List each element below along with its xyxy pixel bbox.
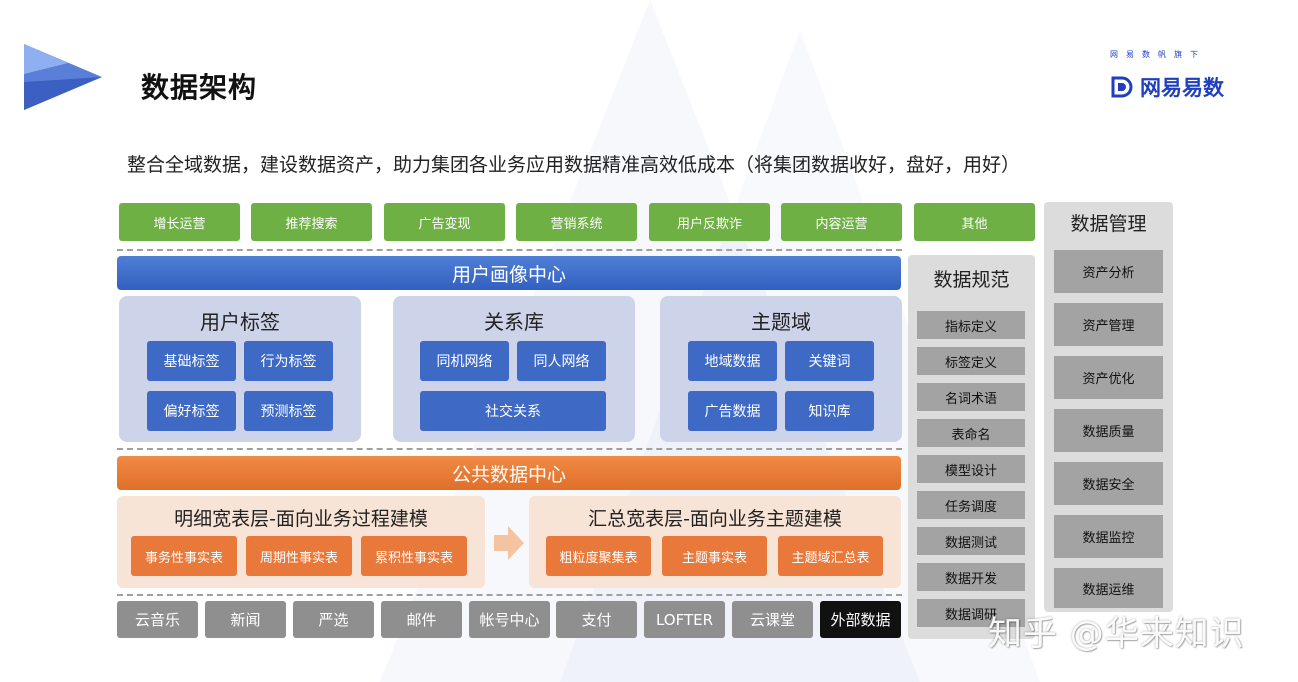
table-box: 粗粒度聚集表 — [546, 536, 651, 576]
page-subtitle: 整合全域数据，建设数据资产，助力集团各业务应用数据精准高效低成本（将集团数据收好… — [127, 154, 1021, 176]
watermark: 知乎 @华来知识 — [988, 614, 1245, 654]
app-box: 推荐搜索 — [251, 203, 372, 241]
app-box: 用户反欺诈 — [649, 203, 770, 241]
standard-item: 标签定义 — [917, 347, 1025, 375]
management-item: 资产分析 — [1054, 250, 1163, 293]
summary-layer-panel: 汇总宽表层-面向业务主题建模 粗粒度聚集表 主题事实表 主题域汇总表 — [529, 496, 901, 588]
subject-domain-panel: 主题域 地域数据 关键词 广告数据 知识库 — [660, 296, 902, 442]
divider — [117, 594, 902, 596]
user-tags-panel: 用户标签 基础标签 行为标签 偏好标签 预测标签 — [119, 296, 361, 442]
management-item: 数据监控 — [1054, 515, 1163, 558]
detail-layer-panel: 明细宽表层-面向业务过程建模 事务性事实表 周期性事实表 累积性事实表 — [117, 496, 485, 588]
summary-layer-title: 汇总宽表层-面向业务主题建模 — [588, 508, 842, 530]
standard-item: 名词术语 — [917, 383, 1025, 411]
slide-arrow-icon — [24, 44, 102, 110]
app-box: 营销系统 — [516, 203, 637, 241]
source-box-external: 外部数据 — [820, 601, 901, 638]
source-box: 支付 — [556, 601, 637, 638]
management-item: 数据质量 — [1054, 409, 1163, 452]
relation-box: 同人网络 — [517, 341, 606, 381]
relation-box: 社交关系 — [420, 391, 606, 431]
detail-layer-title: 明细宽表层-面向业务过程建模 — [174, 508, 428, 530]
relation-panel: 关系库 同机网络 同人网络 社交关系 — [393, 296, 635, 442]
table-box: 事务性事实表 — [131, 536, 237, 576]
source-box: 帐号中心 — [469, 601, 550, 638]
portrait-center-band: 用户画像中心 — [117, 256, 901, 290]
app-box: 广告变现 — [384, 203, 505, 241]
source-box: 云音乐 — [117, 601, 198, 638]
source-box: LOFTER — [644, 601, 725, 638]
brand-name: 网易易数 — [1140, 76, 1224, 100]
source-box: 邮件 — [381, 601, 462, 638]
data-management-title: 数据管理 — [1070, 213, 1147, 235]
table-box: 主题事实表 — [662, 536, 767, 576]
standard-item: 任务调度 — [917, 491, 1025, 519]
divider — [117, 249, 902, 251]
standard-item: 表命名 — [917, 419, 1025, 447]
standard-item: 指标定义 — [917, 311, 1025, 339]
tag-box: 行为标签 — [244, 341, 333, 381]
source-box: 云课堂 — [732, 601, 813, 638]
divider — [117, 448, 902, 450]
data-management-panel: 数据管理 资产分析 资产管理 资产优化 数据质量 数据安全 数据监控 数据运维 — [1044, 202, 1173, 612]
app-box: 内容运营 — [781, 203, 902, 241]
source-box: 严选 — [293, 601, 374, 638]
tag-box: 偏好标签 — [147, 391, 236, 431]
table-box: 主题域汇总表 — [778, 536, 883, 576]
domain-box: 地域数据 — [688, 341, 777, 381]
table-box: 周期性事实表 — [246, 536, 352, 576]
management-item: 资产优化 — [1054, 356, 1163, 399]
page-title: 数据架构 — [141, 71, 258, 104]
management-item: 数据运维 — [1054, 568, 1163, 608]
app-box: 增长运营 — [119, 203, 240, 241]
brand-subtitle: 网易数帆旗下 — [1110, 50, 1206, 59]
standard-item: 数据测试 — [917, 527, 1025, 555]
flow-arrow-icon — [494, 526, 524, 560]
brand-logo: 网易易数 — [1110, 72, 1224, 102]
standard-item: 模型设计 — [917, 455, 1025, 483]
public-center-band: 公共数据中心 — [117, 456, 901, 490]
standard-item: 数据调研 — [917, 599, 1025, 627]
relation-box: 同机网络 — [420, 341, 509, 381]
management-item: 资产管理 — [1054, 303, 1163, 346]
table-box: 累积性事实表 — [361, 536, 467, 576]
tag-box: 基础标签 — [147, 341, 236, 381]
domain-box: 关键词 — [785, 341, 874, 381]
panel-title: 用户标签 — [200, 310, 280, 334]
panel-title: 关系库 — [484, 310, 544, 334]
management-item: 数据安全 — [1054, 462, 1163, 505]
source-box: 新闻 — [205, 601, 286, 638]
app-box: 其他 — [914, 203, 1035, 241]
brand-logo-icon — [1111, 76, 1133, 98]
tag-box: 预测标签 — [244, 391, 333, 431]
domain-box: 知识库 — [785, 391, 874, 431]
domain-box: 广告数据 — [688, 391, 777, 431]
panel-title: 主题域 — [751, 310, 811, 334]
standard-item: 数据开发 — [917, 563, 1025, 591]
data-standards-title: 数据规范 — [933, 269, 1010, 291]
data-standards-panel: 数据规范 指标定义 标签定义 名词术语 表命名 模型设计 任务调度 数据测试 数… — [908, 255, 1035, 639]
